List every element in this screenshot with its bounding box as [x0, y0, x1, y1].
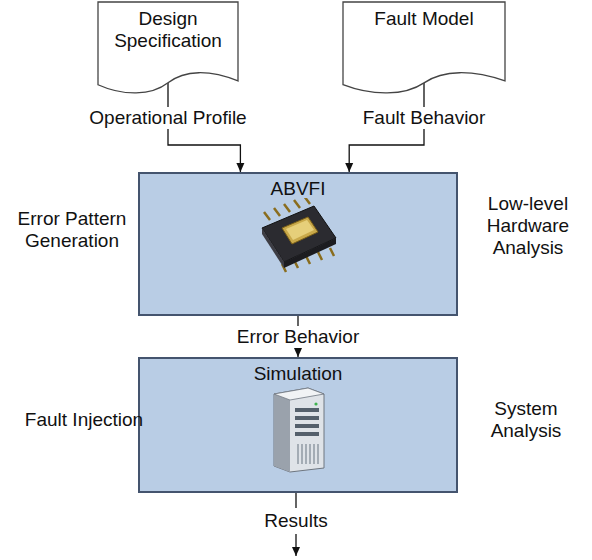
results-arrow: [295, 534, 296, 556]
node-text: Design Specification: [98, 2, 238, 52]
stage-label: Error Pattern Generation: [7, 208, 137, 252]
output-label: Results: [246, 510, 346, 532]
node-text: ABVFI: [140, 174, 456, 200]
edge-label: Fault Behavior: [360, 107, 489, 129]
results-line: [295, 493, 296, 508]
server-icon: [268, 384, 328, 474]
chip-icon: [252, 198, 342, 278]
edge-label: Error Behavior: [234, 326, 363, 348]
stage-label: Low-level Hardware Analysis: [466, 193, 590, 259]
stage-label: System Analysis: [466, 398, 586, 442]
stage-label: Fault Injection: [24, 409, 144, 431]
document-shape: Design Specification: [98, 2, 238, 96]
document-shape: Fault Model: [343, 2, 505, 96]
node-text: Simulation: [140, 359, 456, 385]
node-text: Fault Model: [343, 2, 505, 30]
edge-label: Operational Profile: [86, 107, 249, 129]
